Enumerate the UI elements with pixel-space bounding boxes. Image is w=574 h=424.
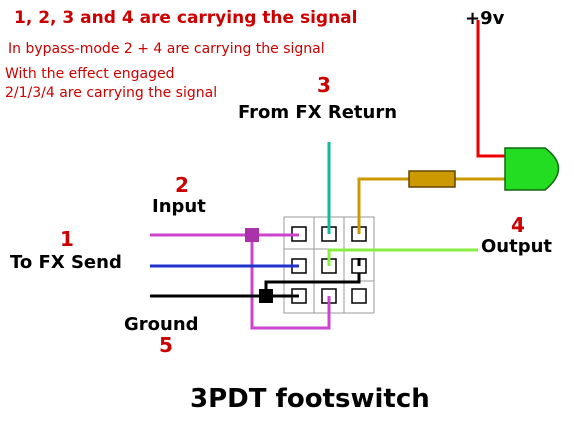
number-input: 2 bbox=[175, 173, 189, 197]
resistor-lug-wire bbox=[357, 177, 409, 234]
ground-junction bbox=[259, 289, 273, 303]
input-jumper-wire bbox=[250, 235, 331, 330]
output-label: Output bbox=[481, 236, 553, 257]
diagram-title: 3PDT footswitch bbox=[190, 384, 430, 414]
fx-send-label: To FX Send bbox=[10, 252, 122, 273]
bypass-note: In bypass-mode 2 + 4 are carrying the si… bbox=[8, 41, 325, 57]
power-wire bbox=[476, 20, 505, 158]
led-icon bbox=[504, 147, 560, 191]
input-junction bbox=[245, 228, 259, 242]
ground-label: Ground bbox=[124, 314, 199, 335]
engaged-note-line1: With the effect engaged bbox=[5, 66, 175, 82]
number-output: 4 bbox=[511, 213, 525, 237]
signal-heading: 1, 2, 3 and 4 are carrying the signal bbox=[14, 8, 358, 28]
resistor-icon bbox=[408, 170, 456, 188]
number-ground: 5 bbox=[159, 333, 173, 357]
number-fx-return: 3 bbox=[317, 73, 331, 97]
input-label: Input bbox=[152, 196, 206, 217]
engaged-note-line2: 2/1/3/4 are carrying the signal bbox=[5, 85, 218, 101]
lug-3-3 bbox=[351, 288, 367, 304]
fx-return-label: From FX Return bbox=[238, 102, 398, 123]
number-fx-send: 1 bbox=[60, 227, 74, 251]
power-label: +9v bbox=[465, 8, 505, 29]
